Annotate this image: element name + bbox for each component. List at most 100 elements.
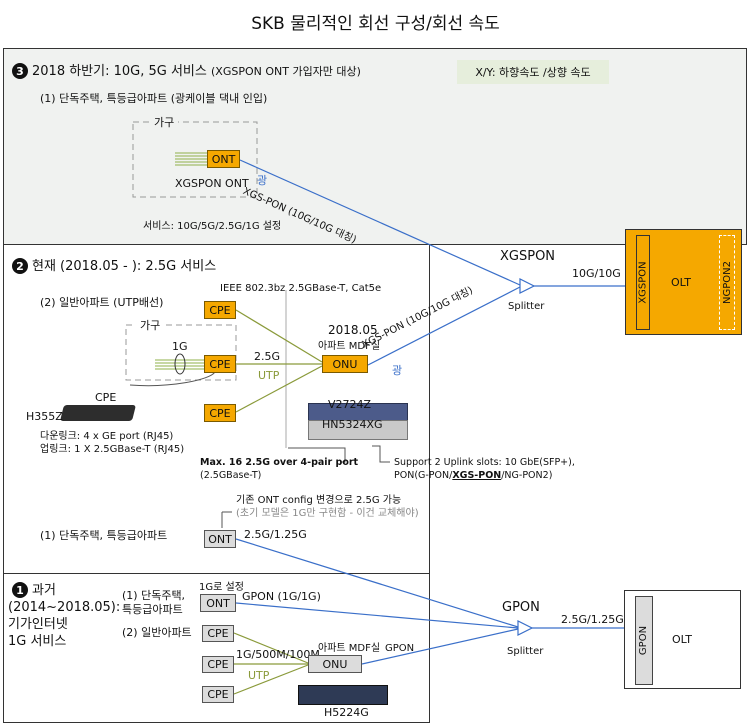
cpe-cable [129, 371, 216, 387]
light-label-2018: 광 [257, 174, 268, 187]
utp-lines-past [233, 632, 309, 695]
gpon-splitter-label: Splitter [507, 646, 544, 657]
support-line-2: PON(G-PON/XGS-PON/NG-PON2) [394, 469, 552, 482]
ont-past-label: ONT [206, 596, 230, 610]
fiber-bundle-2018 [175, 152, 207, 166]
speed-legend: X/Y: 하향속도 /상향 속도 [457, 60, 609, 84]
cpe-device-title: CPE [95, 391, 117, 404]
gpon-speed-past: GPON (1G/1G) [242, 590, 321, 603]
page-title: SKB 물리적인 회선 구성/회선 속도 [251, 14, 500, 34]
max-ports-label: Max. 16 2.5G over 4-pair port [200, 457, 359, 468]
cpe-past-1-label: CPE [207, 627, 229, 640]
support-line-2-post: /NG-PON2) [501, 470, 553, 481]
section-3-number: 3 [16, 65, 24, 78]
past-house-sub-line-1: (1) 단독주택, [122, 589, 186, 602]
xgspon-splitter-icon [519, 278, 536, 294]
xgspon-splitter-label: Splitter [508, 301, 545, 312]
gpon-port: GPON [635, 596, 653, 685]
cpe-past-3-label: CPE [207, 688, 229, 701]
section-past-heading: 과거 (2014~2018.05): 기가인터넷 1G 서비스 [8, 582, 120, 650]
fiber-bundle-current [155, 359, 205, 370]
home-box-2018 [132, 121, 258, 198]
cpe-past-1: CPE [202, 625, 234, 642]
onu-date: 2018.05 [328, 323, 378, 337]
standard-label: IEEE 802.3bz 2.5GBase-T, Cat5e [220, 283, 382, 294]
past-house-sub-line-2: 특등급아파트 [122, 603, 183, 616]
service-label: 서비스: 10G/5G/2.5G/1G 설정 [143, 221, 282, 232]
xgspon-title: XGSPON [500, 249, 556, 264]
utp-label-current: UTP [258, 369, 280, 382]
speed-1g-label: 1G [172, 340, 188, 353]
cable-loop [174, 353, 186, 375]
utp-label-past: UTP [248, 669, 270, 682]
set-1g-label: 1G로 설정 [199, 582, 244, 593]
switch-v2724z-label: V2724Z [328, 398, 372, 411]
section-2018-title: 2018 하반기: 10G, 5G 서비스 [32, 64, 207, 79]
cpe-past-2-label: CPE [207, 658, 229, 671]
config-note: 기존 ONT config 변경으로 2.5G 가능 [236, 495, 402, 506]
onu-past: ONU [308, 655, 362, 673]
onu-current-label: ONU [332, 357, 358, 371]
cpe-1: CPE [204, 301, 236, 319]
config-sub: (초기 모델은 1G만 구현함 - 이건 교체해야) [236, 508, 419, 519]
max-ports-bracket [288, 447, 346, 463]
section-2-number-icon [12, 258, 28, 274]
ngpon2-port-label: NGPON2 [721, 261, 733, 304]
utp-apartment-sub: (2) 일반아파트 (UTP배선) [40, 296, 164, 309]
support-bracket [372, 445, 390, 463]
xgspon-speed: 10G/10G [572, 267, 621, 280]
gpon-speed: 2.5G/1.25G [561, 613, 624, 626]
max-ports-sub: (2.5GBase-T) [200, 470, 262, 481]
section-current-heading: 현재 (2018.05 - ): 2.5G 서비스 [32, 259, 217, 274]
cpe-1-label: CPE [209, 303, 231, 317]
past-heading-line-2: (2014~2018.05): [8, 600, 121, 615]
gpon-splitter-icon [517, 620, 534, 636]
cpe-downlink: 다운링크: 4 x GE port (RJ45) [40, 431, 174, 442]
cpe-device-model: H355Z [26, 410, 63, 423]
cpe-2-label: CPE [209, 357, 231, 371]
switch-h5224g-image [298, 685, 388, 705]
house-sub-current: (1) 단독주택, 특등급아파트 [40, 529, 168, 542]
past-house-sub: (1) 단독주택, 특등급아파트 [122, 589, 185, 617]
speed-25g-label: 2.5G [254, 350, 281, 363]
past-mdf-label: 아파트 MDF실 [318, 643, 381, 654]
section-2-number: 2 [16, 260, 24, 273]
cpe-past-2: CPE [202, 656, 234, 673]
onu-mdf-label: 아파트 MDF실 [318, 341, 381, 352]
ngpon2-port: NGPON2 [719, 235, 735, 330]
switch-h5224g-label: H5224G [324, 706, 369, 719]
past-heading-line-3: 기가인터넷 [8, 617, 68, 632]
legend-text: X/Y: 하향속도 /상향 속도 [475, 66, 591, 79]
past-gpon-label: GPON [385, 643, 415, 654]
speed-house-current: 2.5G/1.25G [244, 528, 307, 541]
switch-hn5324xg-label: HN5324XG [322, 418, 383, 431]
cpe-device-image [60, 405, 136, 421]
onu-past-label: ONU [322, 657, 348, 671]
past-heading-line-1: 과거 [32, 583, 56, 598]
home-label-current: 가구 [136, 319, 165, 332]
xgspon-port-label: XGSPON [637, 261, 649, 304]
past-heading-line-4: 1G 서비스 [8, 634, 67, 649]
support-line-1: Support 2 Uplink slots: 10 GbE(SFP+), [394, 457, 575, 468]
section-2018-note: (XGSPON ONT 가입자만 대상) [211, 65, 361, 78]
onu-current: ONU [322, 355, 368, 373]
section-1-number-icon [12, 582, 28, 598]
cpe-uplink: 업링크: 1 X 2.5GBase-T (RJ45) [40, 444, 185, 455]
gpon-port-label: GPON [638, 625, 650, 656]
section-1-number: 1 [16, 584, 24, 597]
ont-current-house: ONT [204, 530, 236, 548]
light-label-current: 광 [392, 364, 403, 377]
home-box-current [125, 324, 237, 381]
switch-hn5324xg-image [308, 420, 408, 440]
cpe-past-3: CPE [202, 686, 234, 703]
fiber-lines [235, 159, 625, 665]
section-2018-heading: 2018 하반기: 10G, 5G 서비스 (XGSPON ONT 가입자만 대… [32, 64, 361, 79]
ont-past: ONT [200, 594, 236, 612]
home-label-2018: 가구 [150, 116, 179, 129]
past-apartment-sub: (2) 일반아파트 [122, 626, 192, 639]
xgspon-port: XGSPON [636, 235, 650, 330]
olt-xgspon-label: OLT [671, 276, 691, 289]
xgspon-ont-label: ONT [211, 152, 236, 166]
ont-current-house-label: ONT [208, 532, 232, 546]
